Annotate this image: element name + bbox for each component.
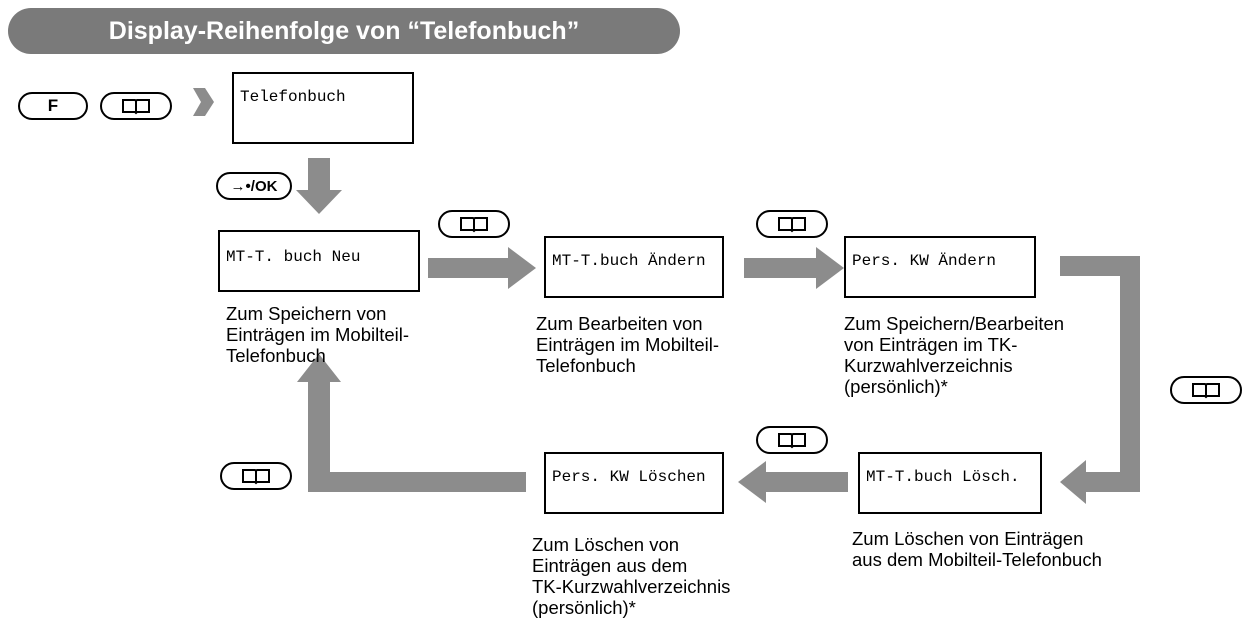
desc-line: Zum Speichern/Bearbeiten — [844, 313, 1065, 334]
display-mt-new: MT-T. buch Neu — [218, 230, 420, 292]
arrow-persedit-to-delete — [1060, 256, 1140, 504]
f-key[interactable]: F — [18, 92, 88, 120]
desc-line: Kurzwahlverzeichnis — [844, 355, 1013, 376]
arrow-persdelete-to-new — [297, 354, 526, 492]
arrow-delete-to-persdelete — [738, 461, 848, 503]
arrow-keys-to-start — [193, 88, 214, 116]
desc-line: Telefonbuch — [226, 345, 326, 366]
display-mt-edit: MT-T.buch Ändern — [544, 236, 724, 298]
book-icon — [460, 217, 488, 233]
display-mt-delete: MT-T.buch Lösch. — [858, 452, 1042, 514]
book-icon — [122, 99, 150, 115]
ok-key[interactable]: →•/OK — [216, 172, 292, 200]
phonebook-key-5[interactable] — [756, 426, 828, 454]
desc-line: von Einträgen im TK- — [844, 334, 1018, 355]
page-title: Display-Reihenfolge von “Telefonbuch” — [8, 8, 680, 54]
display-pers-edit: Pers. KW Ändern — [844, 236, 1036, 298]
desc-mt-new: Zum Speichern von Einträgen im Mobilteil… — [226, 303, 409, 366]
desc-line: (persönlich)* — [532, 597, 636, 618]
desc-line: Einträgen aus dem — [532, 555, 688, 576]
book-icon — [1192, 383, 1220, 399]
book-icon — [778, 433, 806, 449]
desc-mt-edit: Zum Bearbeiten von Einträgen im Mobiltei… — [536, 313, 719, 376]
phonebook-key-4[interactable] — [1170, 376, 1242, 404]
f-key-label: F — [47, 96, 59, 115]
phonebook-key-6[interactable] — [220, 462, 292, 490]
display-pers-delete: Pers. KW Löschen — [544, 452, 724, 514]
desc-line: Zum Speichern von — [226, 303, 387, 324]
desc-line: TK-Kurzwahlverzeichnis — [532, 576, 731, 597]
desc-line: Einträgen im Mobilteil- — [536, 334, 720, 355]
phonebook-key[interactable] — [100, 92, 172, 120]
desc-line: aus dem Mobilteil-Telefonbuch — [852, 549, 1102, 570]
book-icon — [778, 217, 806, 233]
phonebook-key-2[interactable] — [438, 210, 510, 238]
desc-line: Zum Löschen von Einträgen — [852, 528, 1084, 549]
arrow-edit-to-persedit — [744, 247, 844, 289]
display-start: Telefonbuch — [232, 72, 414, 144]
desc-mt-delete: Zum Löschen von Einträgen aus dem Mobilt… — [852, 528, 1102, 570]
desc-pers-edit: Zum Speichern/Bearbeiten von Einträgen i… — [844, 313, 1064, 397]
desc-line: Einträgen im Mobilteil- — [226, 324, 410, 345]
phonebook-key-3[interactable] — [756, 210, 828, 238]
desc-line: Zum Bearbeiten von — [536, 313, 703, 334]
desc-pers-delete: Zum Löschen von Einträgen aus dem TK-Kur… — [532, 534, 730, 618]
desc-line: (persönlich)* — [844, 376, 948, 397]
arrow-new-to-edit — [428, 247, 536, 289]
desc-line: Zum Löschen von — [532, 534, 680, 555]
book-icon — [242, 469, 270, 485]
ok-key-label: →•/OK — [230, 177, 278, 195]
desc-line: Telefonbuch — [536, 355, 636, 376]
arrow-start-to-new — [296, 158, 342, 214]
